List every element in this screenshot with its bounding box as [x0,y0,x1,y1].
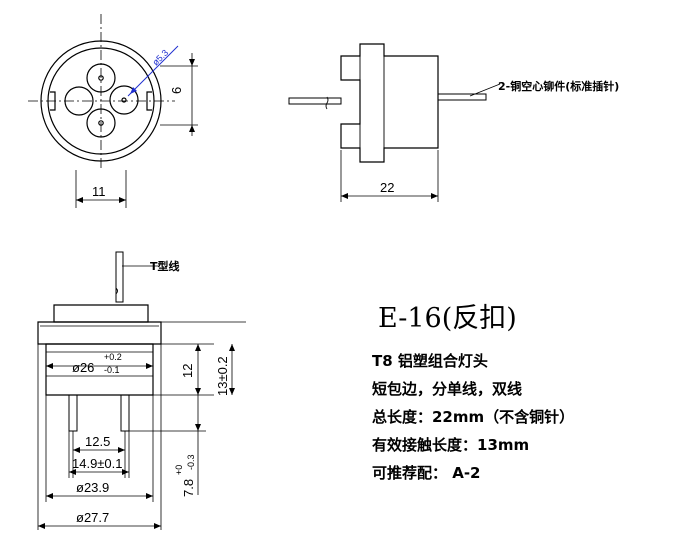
front-dim-pin-span-outer: 14.9±0.1 [72,456,123,471]
spec-line: 可推荐配： A-2 [372,464,481,482]
front-dim-pin-length-tol-upper: +0 [174,465,184,475]
side-pin-right [437,93,487,101]
front-wire [115,251,124,303]
front-dim-outer-top: ø26 [72,360,94,375]
front-dim-base-outer: ø27.7 [76,510,109,525]
top-view [28,14,198,208]
front-top-cap [53,304,149,323]
spec-block: E-16(反扣) T8 铝塑组合灯头 短包边，分单线，双线 总长度：22mm（不… [372,296,574,487]
side-dim-length: 22 [380,180,394,195]
front-dim-height: 12 [180,364,195,378]
front-dim-pin-span: 12.5 [85,434,110,449]
side-view [288,43,501,202]
front-pin-left [68,394,78,432]
front-pin-right [120,394,130,432]
front-dim-outer-top-tol-upper: +0.2 [104,352,122,362]
side-body-outline [340,43,439,163]
front-dim-outer-top-tol-lower: -0.1 [104,365,120,375]
top-diameter-label: ø5.3 [150,48,170,68]
front-flange [37,321,162,345]
top-dim-six: 6 [169,87,184,94]
front-dim-total-height: 13±0.2 [215,356,230,396]
spec-line: 有效接触长度：13mm [372,436,530,454]
front-wire-note: T型线 [150,259,180,273]
front-dim-pin-length: 7.8 [181,479,196,497]
model-title: E-16(反扣) [378,303,517,334]
spec-line: 短包边，分单线，双线 [372,380,523,398]
front-view [37,251,246,530]
side-pin-note: 2-铜空心铆件(标准插针) [498,79,619,93]
spec-line: 总长度：22mm（不含铜针） [372,408,575,426]
side-wire-left [288,97,342,105]
pin-hole-right [121,97,127,103]
right-notch [146,91,152,111]
front-dim-pin-length-tol-lower: -0.3 [186,454,196,470]
spec-line: T8 铝塑组合灯头 [372,352,488,370]
top-dim-eleven: 11 [92,184,106,199]
contact-pad-right [109,85,139,115]
front-dim-base-inner: ø23.9 [76,480,109,495]
